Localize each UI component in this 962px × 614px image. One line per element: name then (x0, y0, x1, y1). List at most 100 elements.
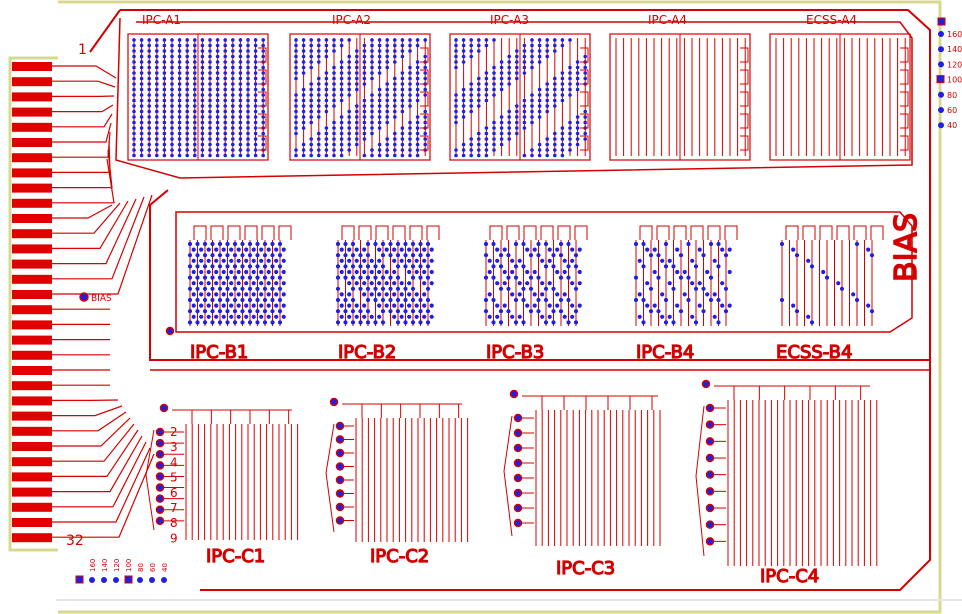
pad (393, 87, 397, 92)
pad (558, 253, 564, 258)
pad (139, 43, 144, 48)
pad (162, 153, 167, 158)
pad (208, 109, 212, 114)
pad (238, 49, 243, 53)
pad (522, 98, 527, 103)
pad (575, 60, 580, 64)
pad (255, 320, 260, 325)
pad (515, 65, 519, 70)
pad (225, 286, 230, 291)
pad (155, 76, 159, 81)
pad (155, 65, 159, 70)
pad (422, 303, 427, 308)
pad (261, 65, 266, 70)
pad (206, 247, 211, 252)
pad (193, 71, 197, 75)
pad (547, 247, 552, 252)
pad (155, 494, 165, 503)
pad (229, 314, 234, 319)
pad (339, 93, 344, 97)
label-ipc-c2: IPC-C2 (370, 546, 429, 567)
pad (317, 43, 321, 48)
pad (200, 65, 205, 70)
pad (521, 320, 526, 325)
pad (317, 76, 321, 81)
pad (362, 104, 367, 108)
pad (521, 286, 526, 291)
pad (656, 253, 661, 258)
pad (583, 137, 587, 141)
pad (686, 297, 691, 303)
pad (577, 303, 582, 308)
pad (536, 309, 541, 314)
pad (384, 292, 389, 297)
pad (236, 247, 241, 252)
pad (332, 87, 336, 92)
pad (362, 49, 367, 53)
pad (513, 503, 523, 513)
pad (355, 115, 359, 119)
pad (238, 38, 243, 42)
pad (502, 303, 507, 308)
pad (422, 314, 427, 319)
pad (231, 82, 235, 86)
pad (423, 76, 428, 81)
pad (232, 241, 238, 247)
pad (377, 120, 382, 125)
pad (332, 131, 336, 136)
pad (370, 76, 374, 81)
pad (705, 537, 715, 546)
pad (362, 82, 367, 86)
pad (377, 49, 382, 53)
pad (377, 115, 382, 119)
pad (418, 320, 423, 325)
pad (199, 314, 204, 319)
pad (507, 120, 512, 125)
pad (415, 76, 420, 81)
pad (454, 98, 458, 103)
pad (377, 303, 382, 308)
pad (240, 241, 245, 247)
pad (191, 269, 196, 275)
pad (262, 320, 268, 325)
pad (522, 60, 527, 64)
pad (251, 247, 256, 252)
pad (251, 303, 256, 308)
pad (309, 137, 314, 141)
pad (484, 126, 489, 130)
pad (208, 82, 212, 86)
pad (217, 275, 223, 280)
pad (274, 247, 279, 252)
pad (225, 309, 230, 314)
pad (215, 43, 220, 48)
pad (246, 98, 250, 103)
pad (562, 292, 567, 297)
pad (155, 93, 159, 97)
pad (362, 292, 367, 297)
pad (347, 142, 352, 147)
pad (185, 137, 189, 141)
pad (247, 253, 253, 258)
pad (335, 320, 341, 325)
pad (170, 142, 174, 147)
pad (395, 320, 401, 325)
pad (294, 76, 298, 81)
pad (335, 516, 345, 525)
edge-finger (12, 138, 52, 147)
pad (147, 104, 151, 108)
pad (492, 137, 496, 141)
pad (132, 49, 136, 53)
pad (208, 98, 212, 103)
pad (223, 38, 227, 42)
pad (223, 49, 227, 53)
pad (215, 98, 220, 103)
pad (716, 297, 721, 303)
pad (139, 93, 144, 97)
pad (281, 303, 286, 308)
pad (253, 98, 258, 103)
pad (240, 286, 245, 291)
pad (641, 297, 646, 303)
pad (350, 286, 356, 291)
pad (324, 38, 329, 42)
pad (492, 131, 496, 136)
